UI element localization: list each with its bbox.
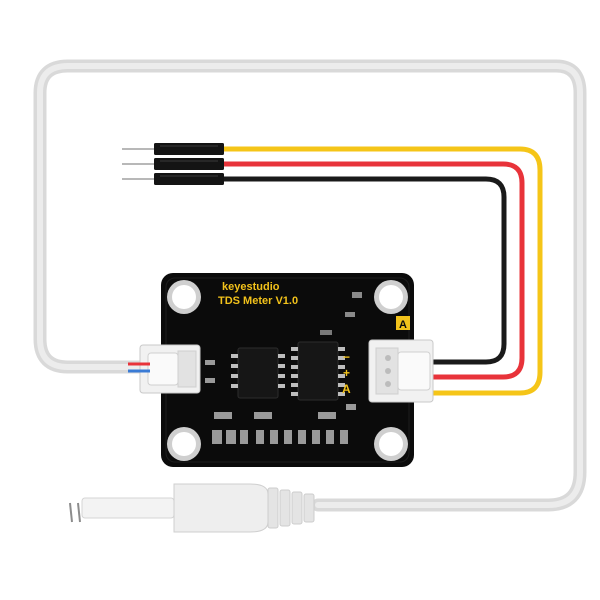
red-wire — [222, 161, 525, 380]
yellow-wire — [222, 146, 543, 396]
model-label: TDS Meter V1.0 — [218, 295, 298, 307]
pin-label-signal: A — [342, 382, 351, 396]
jumper-wires — [222, 146, 543, 396]
pin-label-plus: + — [343, 366, 350, 380]
mounting-hole-bottom-right — [374, 427, 408, 461]
corner-mark-box — [396, 316, 410, 330]
tds-probe — [69, 483, 315, 533]
brand-label: keyestudio — [222, 281, 280, 293]
pcb-board: keyestudio TDS Meter V1.0 A — [161, 273, 414, 467]
corner-mark-label: A — [399, 319, 407, 331]
smd-components-row — [205, 360, 356, 444]
connector-right — [368, 339, 434, 403]
black-wire — [222, 176, 507, 365]
probe-cable — [33, 59, 587, 512]
connector-left — [128, 344, 201, 394]
mounting-hole-bottom-left — [167, 427, 201, 461]
ic-chip-left — [231, 347, 285, 399]
ic-chip-right — [291, 341, 345, 401]
mounting-hole-top-right — [374, 280, 408, 314]
pin-label-minus: − — [343, 350, 350, 364]
dupont-connectors — [122, 143, 224, 185]
mounting-hole-top-left — [167, 280, 201, 314]
